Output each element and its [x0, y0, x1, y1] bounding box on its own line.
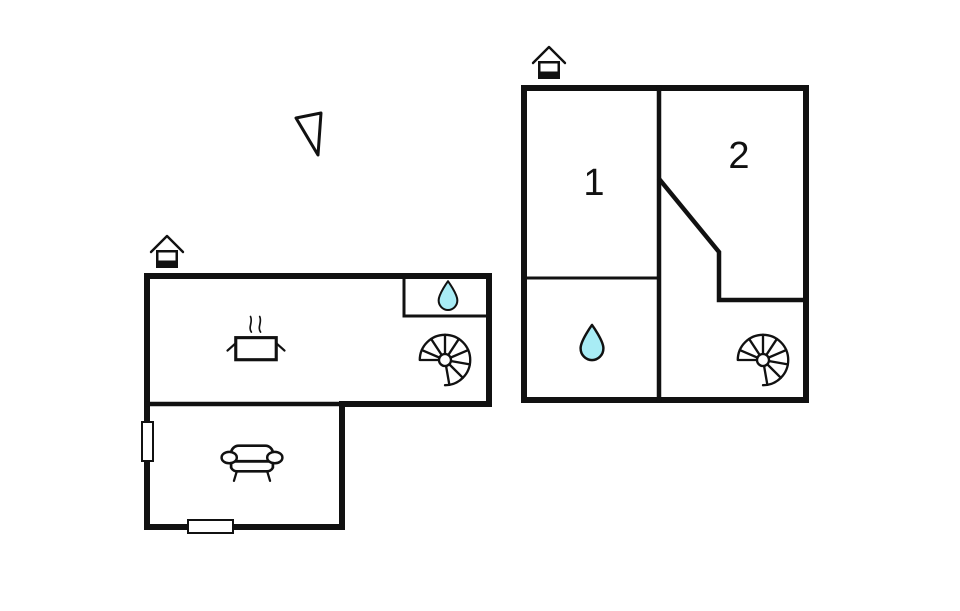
room-number-2: 2	[728, 135, 749, 177]
door-symbol	[187, 519, 234, 534]
ground-floor-plan	[141, 234, 492, 534]
upper-floor-plan: 1 2	[521, 45, 809, 403]
window-symbol	[141, 421, 154, 462]
upper-floor-outer-wall	[521, 85, 809, 403]
house-icon	[149, 234, 185, 270]
bathroom-partition-walls	[402, 274, 491, 318]
north-arrow-icon	[294, 111, 323, 157]
sloped-wall-divider	[656, 176, 809, 303]
house-icon	[531, 45, 567, 81]
room-number-1: 1	[583, 162, 604, 204]
